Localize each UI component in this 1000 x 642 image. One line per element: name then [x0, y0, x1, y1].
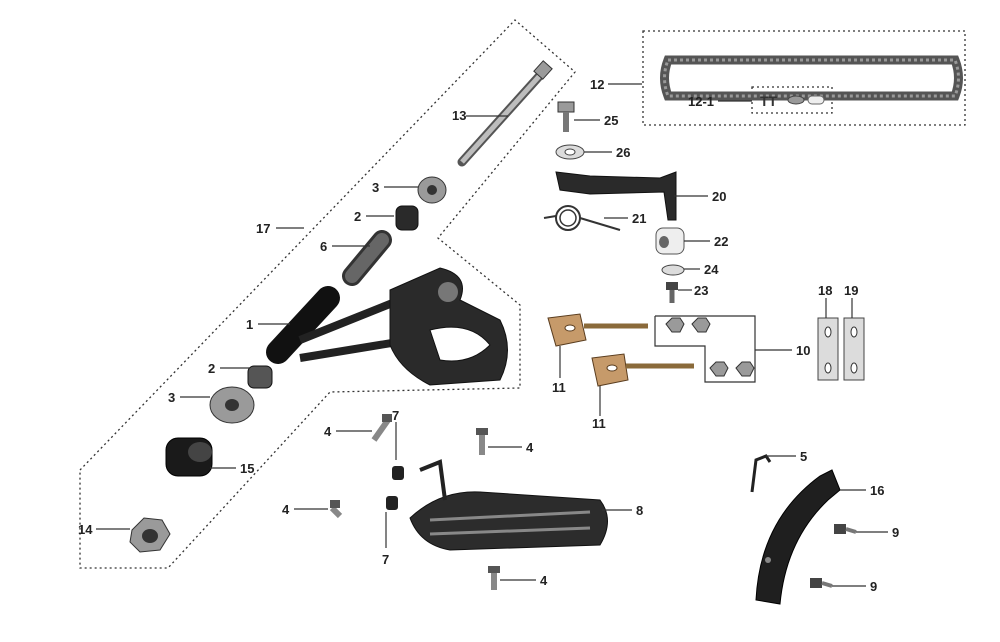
plate-part-19	[843, 317, 865, 381]
callout-8: 8	[636, 503, 643, 518]
callout-9-upper: 9	[892, 525, 899, 540]
swingarm-assembly-boundary	[79, 19, 576, 569]
chain-adjuster-part-a	[547, 313, 648, 347]
spring-part	[543, 205, 621, 231]
callout-3-upper: 3	[372, 180, 379, 195]
callout-17: 17	[256, 221, 270, 236]
callout-6: 6	[320, 239, 327, 254]
callout-13: 13	[452, 108, 466, 123]
callout-25: 25	[604, 113, 618, 128]
callout-4-c: 4	[282, 502, 290, 517]
callout-9-lower: 9	[870, 579, 877, 594]
callout-23: 23	[694, 283, 708, 298]
rubber-pad-part-a	[392, 466, 404, 480]
callout-10: 10	[796, 343, 810, 358]
callout-1: 1	[246, 317, 253, 332]
bolt-part-4b	[476, 428, 488, 455]
callout-11-lower: 11	[592, 416, 606, 431]
washer-part-24	[661, 264, 685, 276]
callout-4-a: 4	[324, 424, 332, 439]
drive-chain-part	[660, 55, 963, 101]
chain-guard-part	[755, 469, 841, 605]
bolt-part-4c	[329, 500, 343, 519]
leader-lines	[96, 83, 888, 587]
chain-adjuster-part-b	[591, 353, 694, 387]
callout-21: 21	[632, 211, 646, 226]
callout-18: 18	[818, 283, 832, 298]
callout-7-lower: 7	[382, 552, 389, 567]
bolt-part-4d	[488, 566, 500, 590]
callout-16: 16	[870, 483, 884, 498]
callout-14: 14	[78, 522, 93, 537]
swing-arm-part	[266, 267, 508, 386]
chain-guide-part	[409, 459, 608, 551]
nut-set-part-10	[654, 315, 756, 383]
bolt-part-9a	[834, 524, 857, 534]
sleeve-part	[342, 230, 392, 286]
callout-3-lower: 3	[168, 390, 175, 405]
rubber-pad-part-b	[386, 496, 398, 510]
callout-22: 22	[714, 234, 728, 249]
roller-part	[165, 437, 213, 477]
bushing-part	[395, 205, 419, 231]
bushing-part-22	[655, 227, 685, 255]
callout-2-lower: 2	[208, 361, 215, 376]
bolt-part-23	[666, 282, 678, 303]
callout-12-1: 12-1	[688, 94, 714, 109]
chain-link-part: TT	[760, 93, 825, 109]
callout-26: 26	[616, 145, 630, 160]
bolt-part-9b	[810, 578, 833, 588]
callout-19: 19	[844, 283, 858, 298]
nut-part	[129, 517, 171, 553]
plate-part-18	[817, 317, 839, 381]
clip-part-5	[750, 454, 772, 493]
axle-bolt-part	[457, 60, 553, 167]
washer-lower-part	[209, 386, 255, 424]
kick-lever-part	[555, 171, 677, 221]
bolt-part-4a	[371, 414, 392, 442]
chain-link-group-boundary	[751, 86, 833, 114]
callout-7-upper: 7	[392, 408, 399, 423]
callout-24: 24	[704, 262, 719, 277]
bolt-part-25	[557, 101, 575, 132]
callout-15: 15	[240, 461, 254, 476]
callout-4-b: 4	[526, 440, 534, 455]
washer-part-26	[555, 144, 585, 160]
callout-11-upper: 11	[552, 380, 566, 395]
callout-12: 12	[590, 77, 604, 92]
washer-part	[417, 176, 447, 204]
callout-4-d: 4	[540, 573, 548, 588]
bushing-lower-part	[247, 365, 273, 389]
chain-group-boundary	[642, 30, 966, 126]
callout-20: 20	[712, 189, 726, 204]
callout-5: 5	[800, 449, 807, 464]
callout-2-upper: 2	[354, 209, 361, 224]
svg-text:TT: TT	[760, 93, 778, 109]
